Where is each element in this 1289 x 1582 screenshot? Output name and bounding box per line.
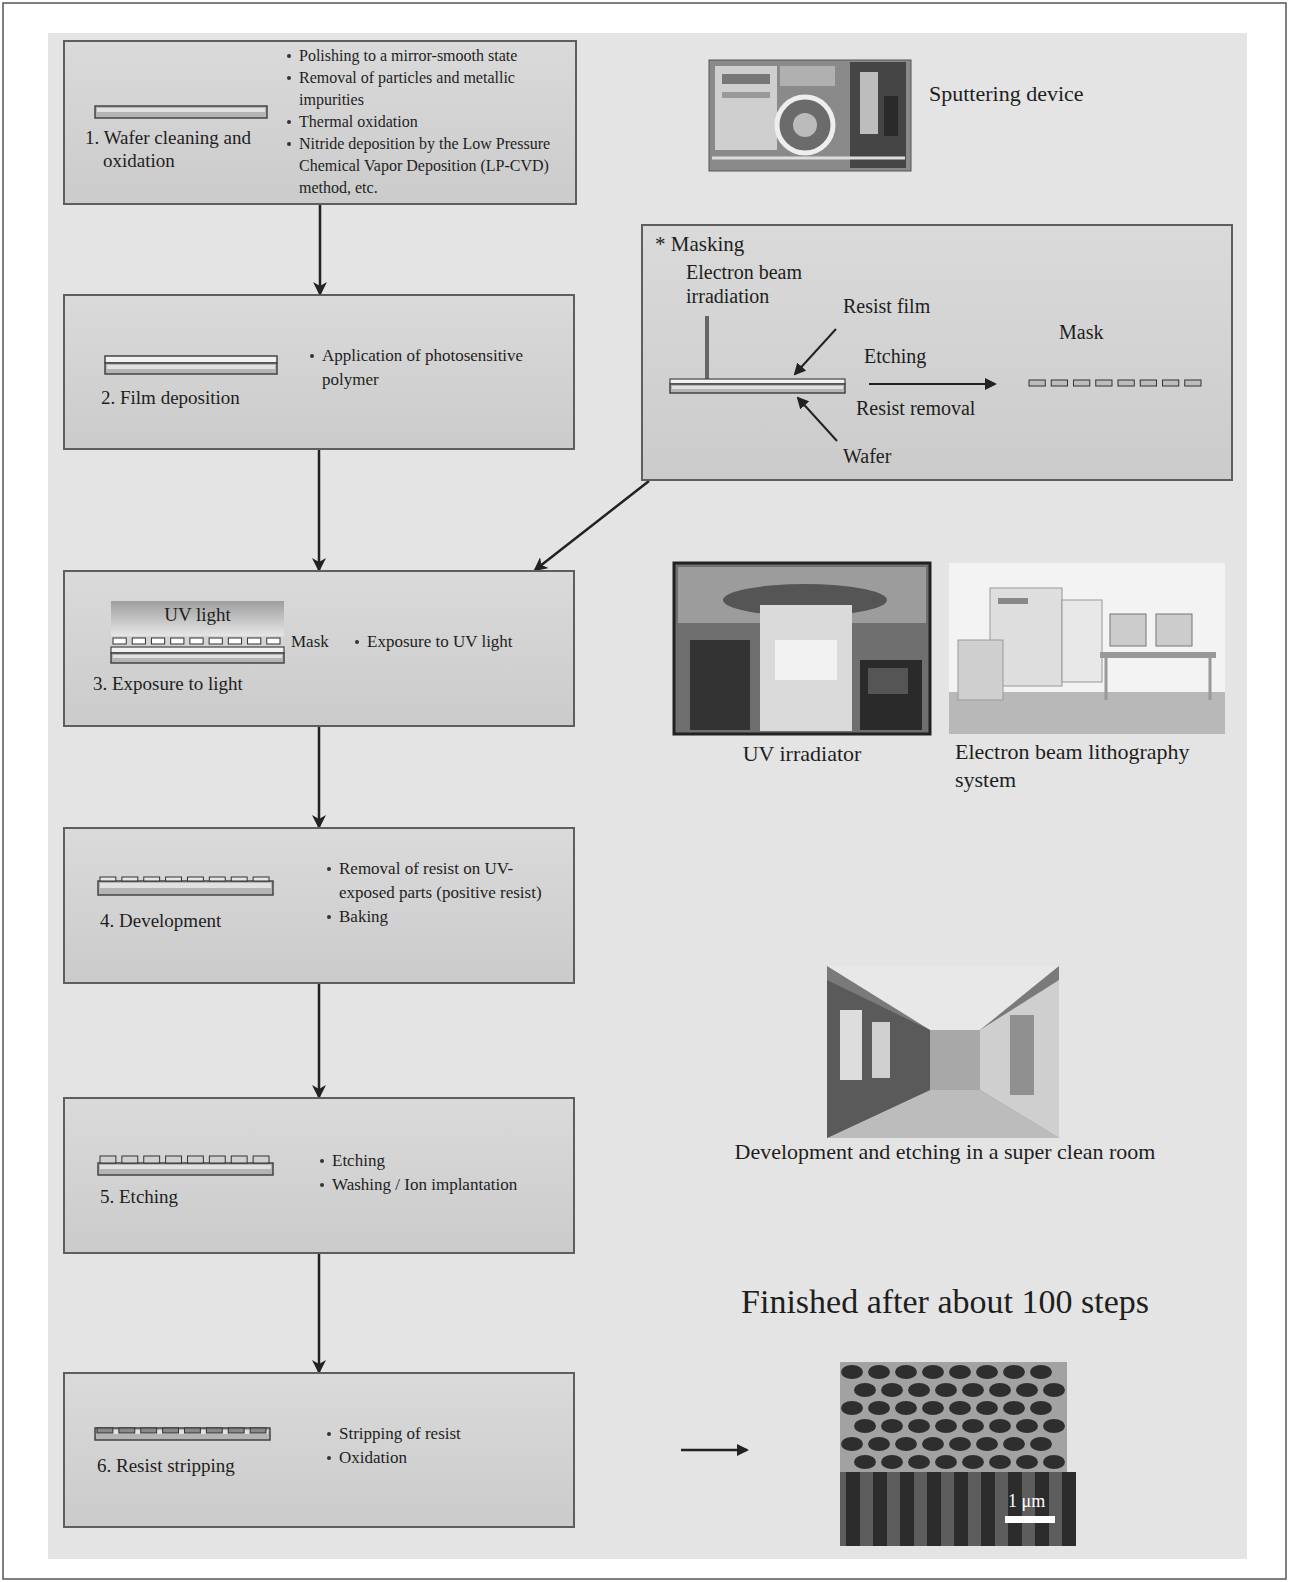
bullet-text: Stripping of resist (339, 1422, 461, 1446)
bullet-dot (287, 142, 291, 146)
bullet-text: Polishing to a mirror-smooth state (299, 45, 517, 67)
bullet-dot (327, 1432, 331, 1436)
outer-border (3, 3, 1286, 1579)
masking-panel: * MaskingElectron beam irradiationResist… (641, 224, 1233, 481)
bullet-row: Nitride deposition by the Low Pressure C… (287, 133, 571, 199)
process-illustration (65, 1374, 577, 1530)
process-step-box: 5. Etching EtchingWashing / Ion implantat… (63, 1097, 575, 1254)
bullet-row: Etching (320, 1149, 565, 1173)
bullet-text: Thermal oxidation (299, 111, 418, 133)
result-arrow (681, 1449, 747, 1452)
process-step-box: 2. Film deposition Application of photose… (63, 294, 575, 450)
process-step-box: UV lightMask 3. Exposure to light Exposure… (63, 570, 575, 727)
clean-room-photo (827, 966, 1059, 1138)
bullet-text: Oxidation (339, 1446, 407, 1470)
sem-image (840, 1362, 1076, 1546)
flow-arrow (318, 984, 321, 1097)
bullet-text: Application of photosensitive polymer (322, 344, 555, 392)
scale-label: 1 μm (1008, 1490, 1045, 1513)
bullet-text: Etching (332, 1149, 385, 1173)
photo-caption: Electron beam lithography system (955, 738, 1225, 793)
flow-arrow (318, 1254, 321, 1372)
flow-arrow (318, 727, 321, 827)
flow-arrow (319, 205, 322, 294)
bullet-text: Removal of resist on UV-exposed parts (p… (339, 857, 549, 905)
bullet-list: Polishing to a mirror-smooth stateRemova… (287, 45, 571, 199)
bullet-dot (287, 76, 291, 80)
bullet-row: Removal of resist on UV-exposed parts (p… (327, 857, 549, 905)
step-text: 3. Exposure to light (93, 672, 243, 695)
step-text: Wafer (843, 444, 891, 468)
step-title: 2. Film deposition (101, 386, 240, 409)
bullet-dot (327, 1456, 331, 1460)
bullet-row: Polishing to a mirror-smooth state (287, 45, 571, 67)
bullet-text: Removal of particles and metallic impuri… (299, 67, 571, 111)
photo-caption: Sputtering device (929, 80, 1084, 108)
bullet-dot (287, 54, 291, 58)
bullet-text: Exposure to UV light (367, 630, 513, 654)
photo-caption: Development and etching in a super clean… (690, 1138, 1200, 1166)
process-step-box: 6. Resist stripping Stripping of resistOx… (63, 1372, 575, 1528)
panel-ground (48, 33, 1247, 1559)
flow-arrow (535, 481, 649, 570)
bullet-list: Exposure to UV light (355, 630, 565, 654)
bullet-row: Washing / Ion implantation (320, 1173, 565, 1197)
bullet-row: Baking (327, 905, 549, 929)
bullet-text: Baking (339, 905, 388, 929)
bullet-dot (310, 354, 314, 358)
bullet-row: Stripping of resist (327, 1422, 557, 1446)
step-title: 1. Wafer cleaning and oxidation (85, 126, 290, 172)
bullet-row: Removal of particles and metallic impuri… (287, 67, 571, 111)
bullet-dot (355, 640, 359, 644)
bullet-dot (287, 120, 291, 124)
bullet-dot (320, 1183, 324, 1187)
step-title: 5. Etching (100, 1185, 178, 1208)
step-title: * Masking (655, 232, 744, 258)
flow-arrow (318, 450, 321, 570)
step-text: Mask (1059, 320, 1103, 344)
step-text: Resist removal (856, 396, 975, 420)
photo-caption: UV irradiator (674, 740, 930, 768)
process-illustration (65, 829, 577, 986)
process-step-box: 4. Development Removal of resist on UV-ex… (63, 827, 575, 984)
sputtering-photo (709, 60, 911, 171)
bullet-text: Nitride deposition by the Low Pressure C… (299, 133, 571, 199)
bullet-list: Application of photosensitive polymer (310, 344, 555, 392)
step-text: Etching (864, 344, 926, 368)
bullet-list: Stripping of resistOxidation (327, 1422, 557, 1470)
bullet-list: Removal of resist on UV-exposed parts (p… (327, 857, 549, 929)
bullet-row: Exposure to UV light (355, 630, 565, 654)
step-title: UV light (111, 603, 284, 626)
bullet-dot (327, 915, 331, 919)
bullet-dot (327, 867, 331, 871)
note-heading: Finished after about 100 steps (680, 1281, 1210, 1324)
bullet-list: EtchingWashing / Ion implantation (320, 1149, 565, 1197)
step-text: Electron beam irradiation (686, 260, 861, 309)
step-text: Resist film (843, 294, 930, 318)
step-title: 4. Development (100, 909, 221, 932)
bullet-row: Application of photosensitive polymer (310, 344, 555, 392)
process-step-box: 1. Wafer cleaning and oxidationPolishing… (63, 40, 577, 205)
lithography-system-photo (949, 563, 1225, 734)
step-text: Mask (291, 632, 329, 653)
bullet-text: Washing / Ion implantation (332, 1173, 517, 1197)
process-illustration (65, 296, 577, 452)
bullet-dot (320, 1159, 324, 1163)
uv-irradiator-photo (674, 563, 930, 734)
bullet-row: Oxidation (327, 1446, 557, 1470)
step-title: 6. Resist stripping (97, 1454, 235, 1477)
bullet-row: Thermal oxidation (287, 111, 571, 133)
